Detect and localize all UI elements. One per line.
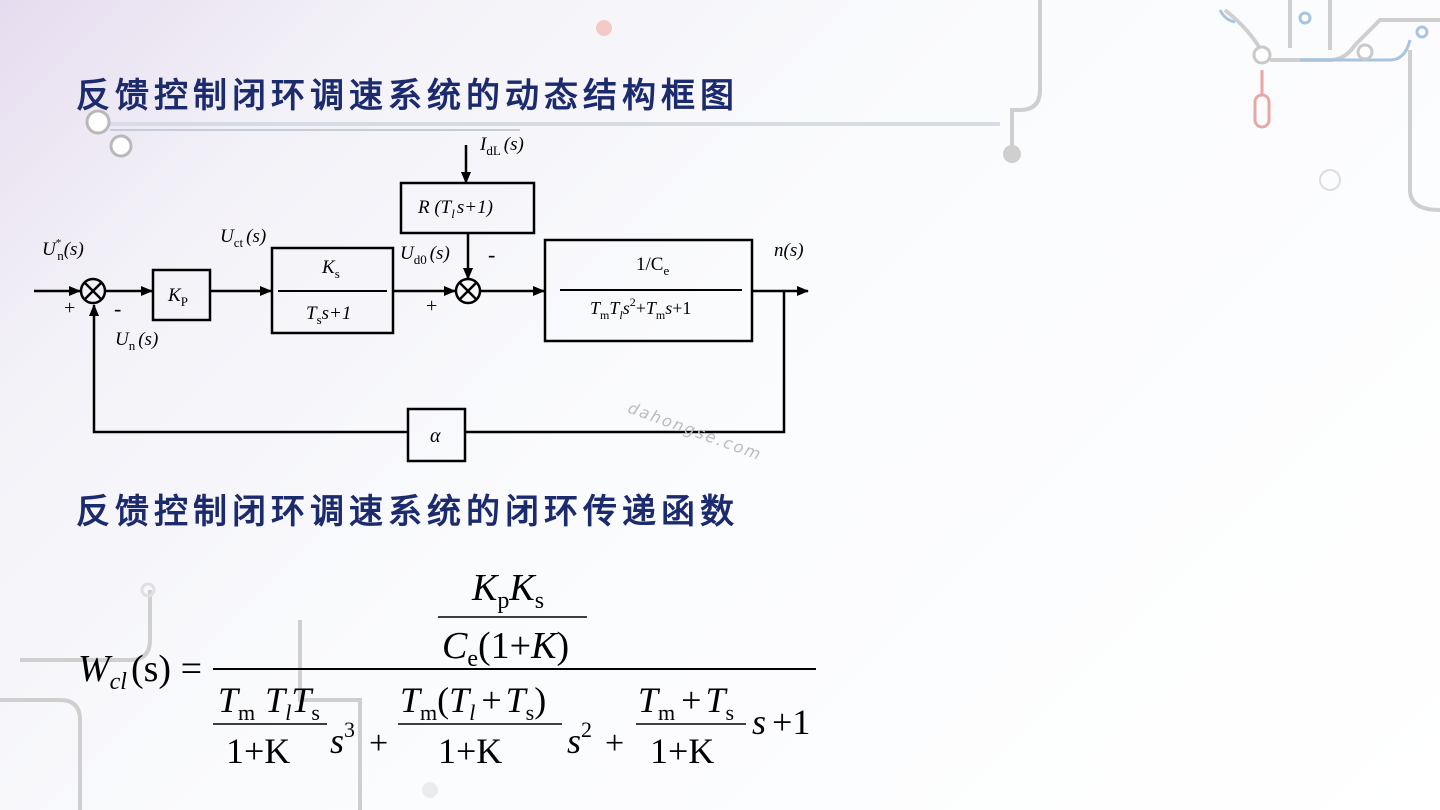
motor-denominator: TmTls2+Tms+1 [590,295,691,322]
plus-sign-1: + [369,725,388,762]
den-term3-num: Tm+Ts [638,680,734,725]
feedback-line-left [89,304,408,434]
sum1-minus-sign: - [114,296,121,321]
lhs: Wcl(s) = [78,648,202,695]
input-label: U*n(s) [42,237,84,263]
motor-numerator: 1/Ce [636,254,669,278]
output-label: n(s) [774,240,804,261]
kp-block-label: KP [167,285,188,309]
uct-label: Uct(s) [220,226,266,250]
sum1-plus-sign: + [64,297,75,319]
den-term2-den: 1+K [438,731,502,771]
den-term3-den: 1+K [650,731,714,771]
feedback-line-right [465,291,786,434]
den-term2-power: s2 [567,717,592,761]
transfer-function-heading: 反馈控制闭环调速系统的闭环传递函数 [76,492,739,532]
ud0-label: Ud0(s) [400,243,450,267]
numerator-bottom: Ce(1+K) [442,625,569,672]
sum-junction-1 [79,277,107,305]
ks-denominator: Tss+1 [306,303,351,327]
block-diagram-heading: 反馈控制闭环调速系统的动态结构框图 [76,76,739,116]
ks-numerator: Ks [321,257,340,281]
numerator-top: KpKs [471,567,544,614]
plus-sign-2: + [605,725,624,762]
alpha-block-label: α [430,425,441,447]
motor-block [543,238,754,343]
sum2-plus-sign: + [426,295,437,317]
feedback-signal-label: Un(s) [115,329,158,353]
kp-block [151,268,212,322]
den-term2-num: Tm(Tl+Ts) [400,680,546,725]
disturbance-label: IdL(s) [479,134,524,158]
den-term3-tail: s+1 [752,702,810,742]
alpha-block [406,407,467,463]
den-term1-power: s3 [330,717,355,761]
r-block [399,181,536,235]
ks-block [270,246,395,335]
den-term1-den: 1+K [226,731,290,771]
sum2-minus-sign: - [488,242,495,267]
sum-junction-2 [454,277,482,305]
